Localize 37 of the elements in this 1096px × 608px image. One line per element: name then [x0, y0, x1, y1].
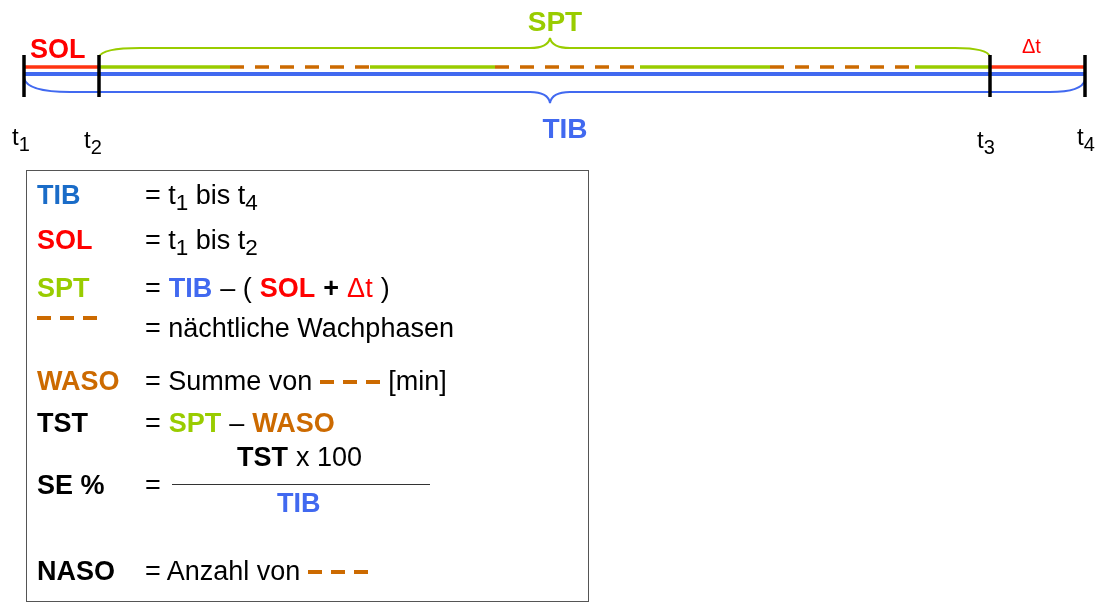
term: WASO	[37, 367, 120, 397]
term: WASO	[252, 409, 335, 439]
term: SPT	[168, 409, 222, 439]
time-label: t$_{3}$	[977, 128, 995, 157]
definition-text: =	[145, 274, 161, 304]
definition-text: )	[380, 274, 390, 304]
definition-text: = Anzahl von	[145, 557, 301, 587]
definition-text: x 100	[296, 443, 363, 473]
definition-text: [min]	[388, 367, 447, 397]
term: SOL	[37, 226, 93, 256]
term: NASO	[37, 557, 115, 587]
definition-text: – (	[220, 274, 252, 304]
operator: +	[323, 274, 340, 304]
time-label: t$_{4}$	[1077, 125, 1095, 154]
term: TIB	[37, 181, 81, 211]
definition-text: = Summe von	[145, 367, 313, 397]
term: SPT	[37, 274, 90, 304]
definition-text: =	[145, 471, 161, 501]
time-label: t$_{2}$	[84, 128, 102, 157]
definition-text: = t$_{1}$ bis t$_{2}$	[145, 226, 258, 262]
definition-box	[26, 170, 589, 602]
term: TST	[37, 409, 88, 439]
term: SE %	[37, 471, 105, 501]
operator: –	[229, 409, 245, 439]
term: TST	[237, 443, 288, 473]
brace-label: TIB	[542, 115, 588, 143]
term: TIB	[168, 274, 213, 304]
segment-label: Δt	[1022, 36, 1041, 56]
time-label: t$_{1}$	[12, 125, 30, 154]
term: SOL	[259, 274, 316, 304]
brace-label: SPT	[527, 8, 583, 36]
term: TIB	[277, 489, 321, 519]
definition-text: = t$_{1}$ bis t$_{4}$	[145, 181, 258, 217]
segment-label: SOL	[30, 36, 86, 63]
definition-text: = nächtliche Wachphasen	[145, 314, 454, 344]
definition-text: =	[145, 409, 161, 439]
term: Δt	[347, 274, 373, 304]
